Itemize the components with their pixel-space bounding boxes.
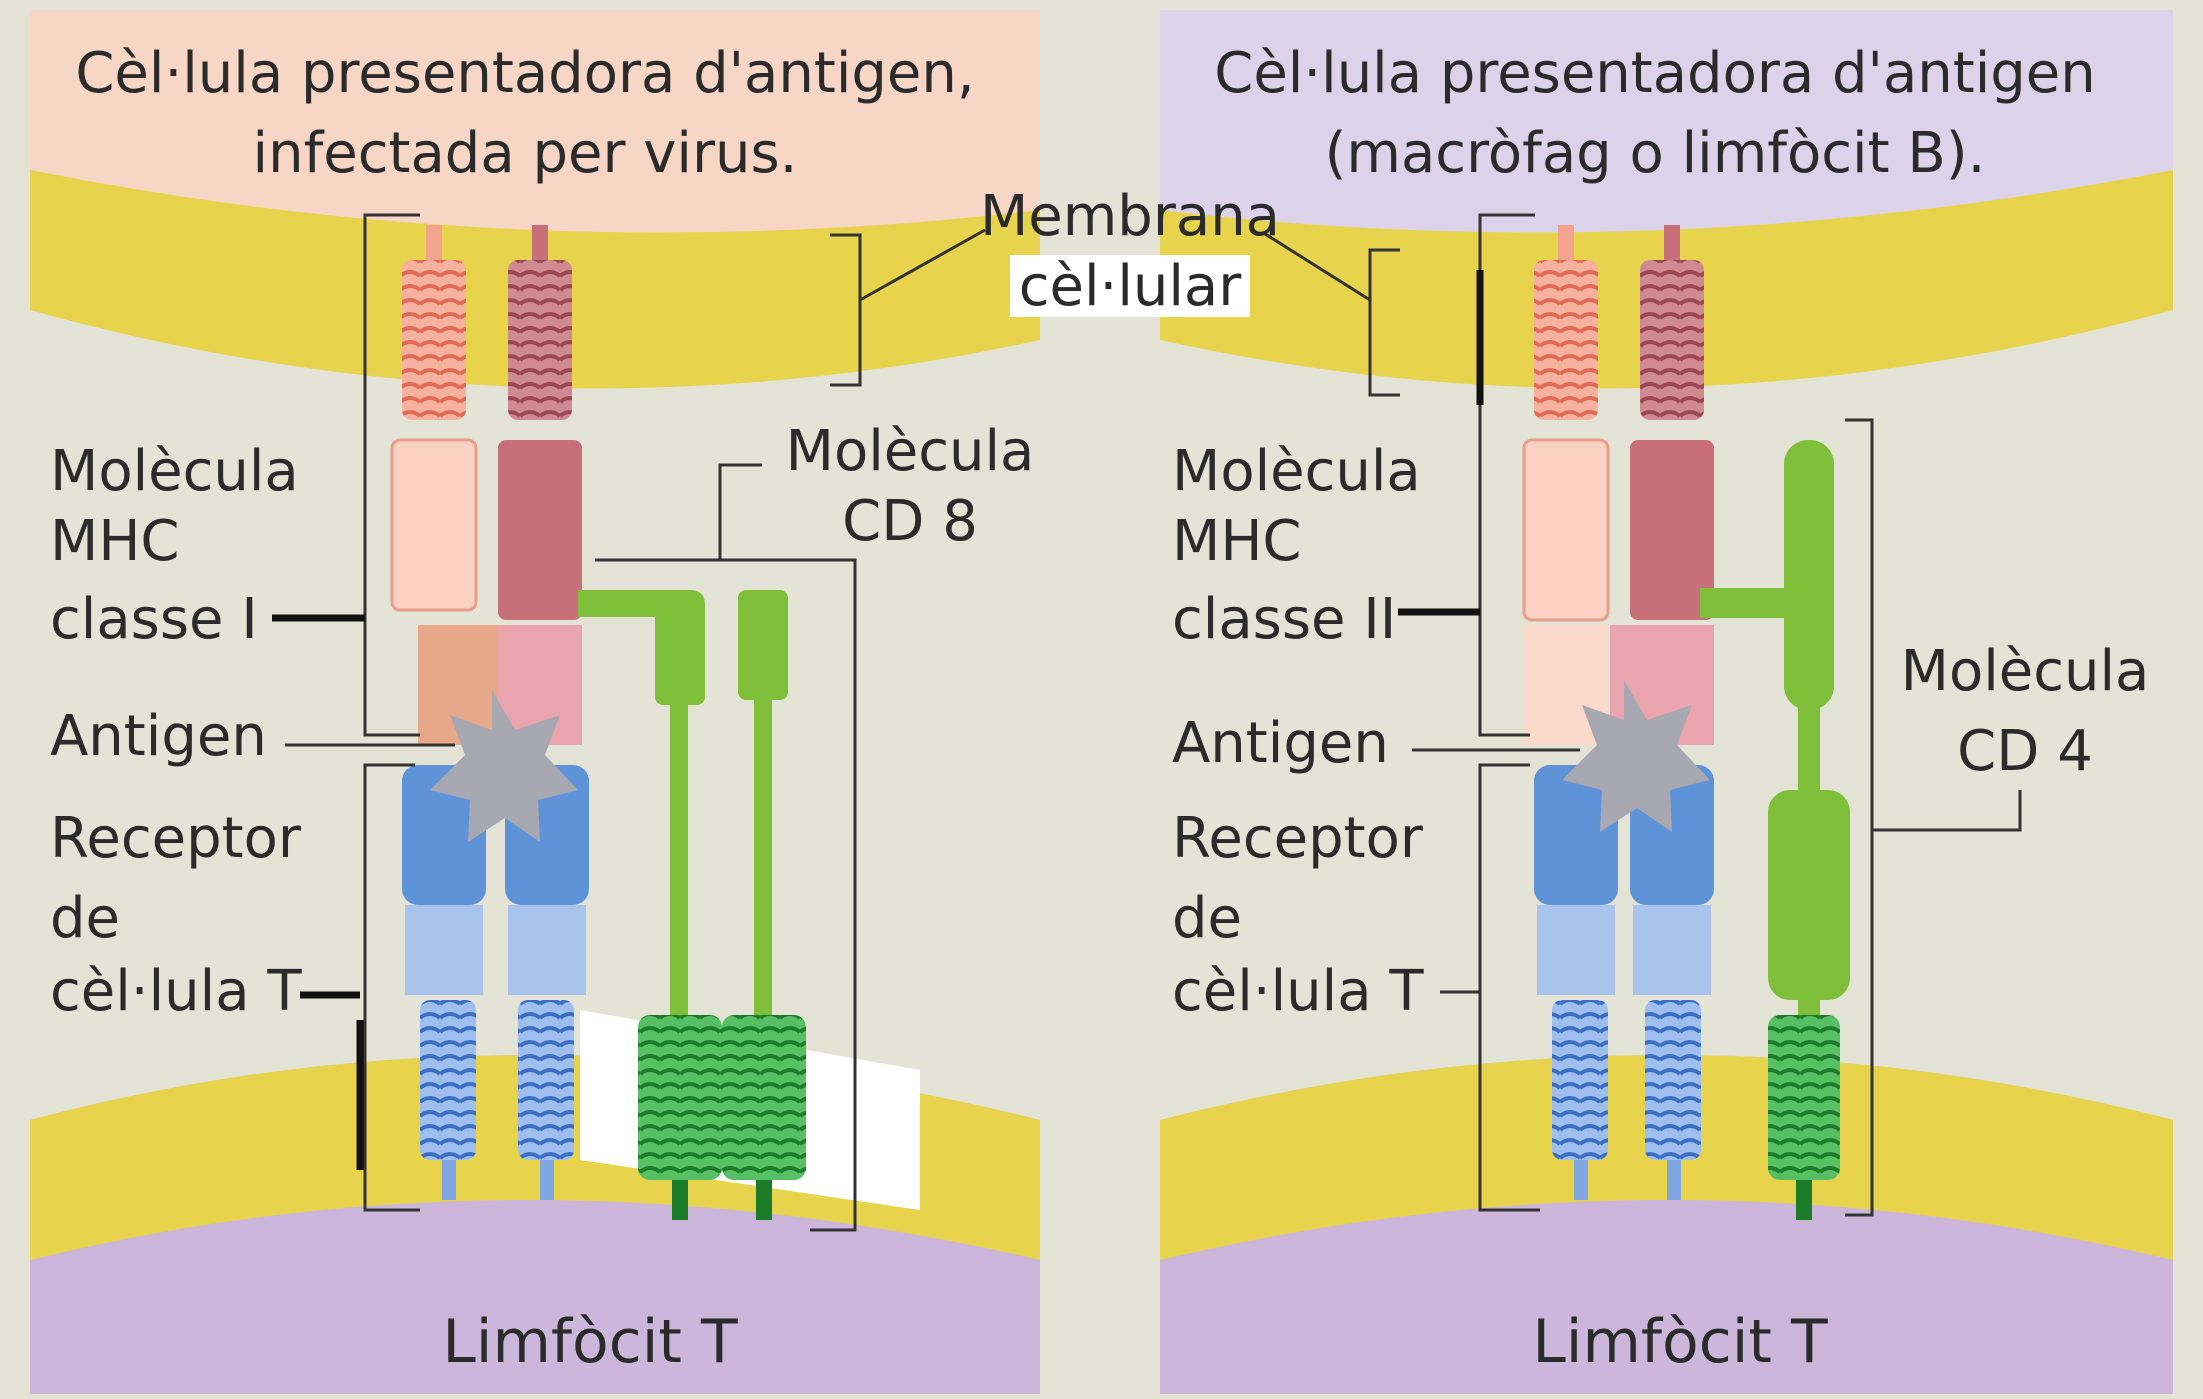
right-t-cell-label: Limfòcit T — [1532, 1307, 1828, 1377]
tcr-right-label-line3: cèl·lula T — [1172, 959, 1424, 1024]
tcr-left-a-lower — [405, 905, 483, 995]
tcr-left-label-line1: Receptor — [50, 806, 302, 871]
tcr-right-b-lower — [1633, 905, 1711, 995]
cd8-beta-tail — [756, 1180, 772, 1220]
mhc-ii-stalk-rose — [1664, 225, 1680, 265]
left-panel-title-line2: infectada per virus. — [253, 121, 798, 186]
cd8-leader — [720, 465, 762, 560]
mhc-ii-label-line3: classe II — [1172, 587, 1396, 652]
cd8-alpha-tail — [672, 1180, 688, 1220]
mhc-i-label-line1: Molècula — [50, 439, 299, 504]
cd8-beta-stem — [754, 700, 772, 1030]
mhc-ii-label-line1: Molècula — [1172, 439, 1421, 504]
tcr-left-label-line3: cèl·lula T — [50, 959, 302, 1024]
mhc-ii-stalk-salmon — [1558, 225, 1574, 265]
tcr-right-a-tail — [1574, 1160, 1588, 1200]
mhc-i-stalk-salmon — [426, 225, 442, 265]
tcr-left-a-coil — [420, 1000, 476, 1160]
cd4-coil — [1768, 1015, 1840, 1180]
membrane-label-line2: cèl·lular — [1019, 254, 1243, 319]
mhc-i-label-line3: classe I — [50, 587, 258, 652]
antigen-right-label: Antigen — [1172, 711, 1389, 776]
right-panel-title-line1: Cèl·lula presentadora d'antigen — [1214, 41, 2096, 106]
mhc-i-label-line2: MHC — [50, 509, 180, 574]
tcr-right-a-coil — [1552, 1000, 1608, 1160]
mhc-i-stalk-rose — [532, 225, 548, 265]
cd4-tail — [1796, 1180, 1812, 1220]
mhc-ii-coil-salmon — [1534, 260, 1598, 420]
tcr-left-b-coil — [518, 1000, 574, 1160]
tcr-left-label-line2: de — [50, 886, 120, 951]
cd4-label-line1: Molècula — [1901, 639, 2150, 704]
tcr-left-b-lower — [508, 905, 586, 995]
cd4-hinge — [1798, 705, 1820, 795]
membrane-label-line1: Membrana — [980, 184, 1280, 249]
cd8-alpha-coil — [638, 1015, 722, 1180]
left-panel: Cèl·lula presentadora d'antigen, infecta… — [30, 10, 1040, 1394]
mhc-i-domain-rose — [498, 440, 582, 620]
left-t-cell-label: Limfòcit T — [442, 1307, 738, 1377]
mhc-i-coil-salmon — [402, 260, 466, 420]
mhc-ii-coil-rose — [1640, 260, 1704, 420]
tcr-right-b-coil — [1645, 1000, 1701, 1160]
tcr-right-a-lower — [1537, 905, 1615, 995]
cd8-beta-stalk — [738, 590, 788, 700]
cd4-lower-domain — [1768, 790, 1850, 1000]
cd8-label-line1: Molècula — [786, 419, 1035, 484]
cd8-alpha-stalk — [655, 605, 705, 705]
cd4-label-line2: CD 4 — [1957, 719, 2093, 784]
cd8-label-line2: CD 8 — [842, 489, 978, 554]
tcr-left-b-tail — [540, 1160, 554, 1200]
cd4-leader — [1872, 790, 2020, 830]
tcr-left-a-tail — [442, 1160, 456, 1200]
tcr-right-label-line1: Receptor — [1172, 806, 1424, 871]
cd8-beta-coil — [722, 1015, 806, 1180]
mhc-ii-label-line2: MHC — [1172, 509, 1302, 574]
cd4-upper-domain — [1784, 440, 1834, 710]
mhc-i-domain-salmon — [392, 440, 476, 610]
tcr-right-b-tail — [1667, 1160, 1681, 1200]
right-panel: Cèl·lula presentadora d'antigen (macròfa… — [1160, 10, 2173, 1394]
mhc-ii-domain-salmon — [1524, 440, 1608, 620]
left-panel-title-line1: Cèl·lula presentadora d'antigen, — [75, 41, 974, 106]
cd4-arm — [1700, 588, 1790, 618]
cd8-alpha-stem — [670, 700, 688, 1030]
tcr-right-label-line2: de — [1172, 886, 1242, 951]
mhc-i-coil-rose — [508, 260, 572, 420]
right-panel-title-line2: (macròfag o limfòcit B). — [1325, 121, 1986, 186]
antigen-left-label: Antigen — [50, 704, 267, 769]
